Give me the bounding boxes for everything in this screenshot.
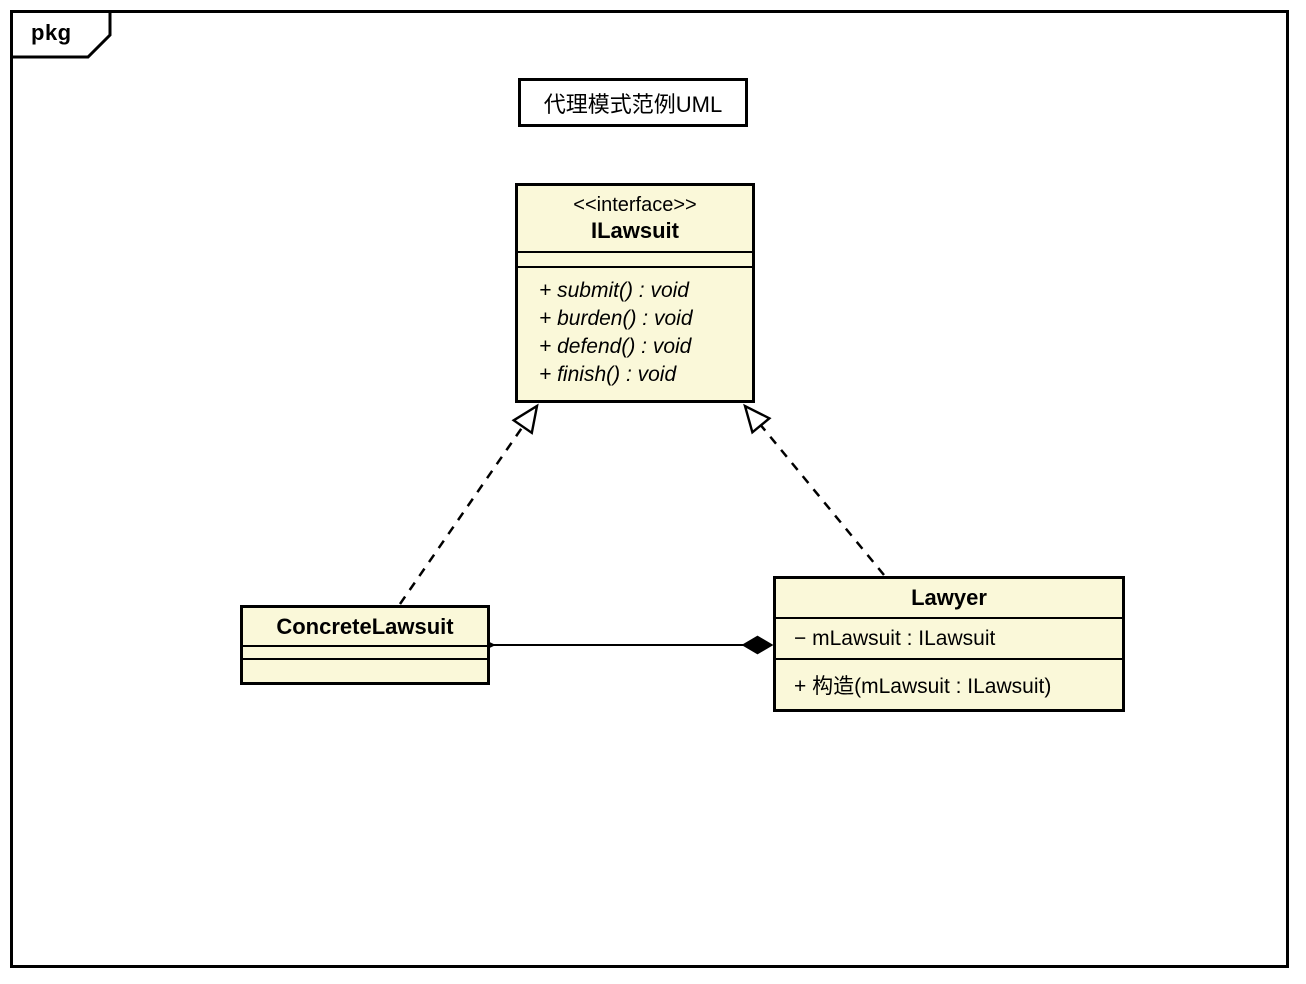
- diagram-title-box: 代理模式范例UML: [518, 78, 748, 127]
- lawyer-name: Lawyer: [911, 585, 987, 610]
- concretelawsuit-methods-compartment: [243, 660, 487, 682]
- ilawsuit-method: + finish() : void: [539, 363, 677, 386]
- ilawsuit-attributes-compartment: [518, 253, 752, 268]
- ilawsuit-methods-compartment: + submit() : void + burden() : void + de…: [518, 268, 752, 400]
- lawyer-attribute: − mLawsuit : ILawsuit: [794, 626, 996, 650]
- realization-lawyer-ilawsuit[interactable]: [743, 403, 885, 576]
- ilawsuit-method: + burden() : void: [539, 307, 693, 330]
- package-tag-label: pkg: [31, 20, 72, 45]
- composition-diamond: [741, 635, 774, 655]
- lawyer-attributes-compartment: − mLawsuit : ILawsuit: [776, 619, 1122, 660]
- class-box-lawyer[interactable]: Lawyer − mLawsuit : ILawsuit + 构造(mLawsu…: [773, 576, 1125, 712]
- class-box-ilawsuit[interactable]: <<interface>> ILawsuit + submit() : void…: [515, 183, 755, 403]
- ilawsuit-stereotype: <<interface>>: [573, 194, 697, 216]
- concretelawsuit-attributes-compartment: [243, 647, 487, 660]
- ilawsuit-method: + defend() : void: [539, 335, 692, 358]
- concretelawsuit-name: ConcreteLawsuit: [276, 613, 454, 639]
- lawyer-name-compartment: Lawyer: [776, 579, 1122, 619]
- package-tab: [10, 10, 112, 59]
- ilawsuit-name-compartment: <<interface>> ILawsuit: [518, 186, 752, 253]
- ilawsuit-name: ILawsuit: [590, 218, 679, 243]
- diagram-title: 代理模式范例UML: [543, 91, 723, 117]
- package-frame-border: [10, 10, 1289, 968]
- lawyer-methods-compartment: + 构造(mLawsuit : ILawsuit): [776, 660, 1122, 709]
- realization-concretelawsuit-ilawsuit[interactable]: [398, 403, 539, 605]
- concretelawsuit-name-compartment: ConcreteLawsuit: [243, 608, 487, 647]
- lawyer-method: + 构造(mLawsuit : ILawsuit): [794, 674, 1052, 698]
- ilawsuit-method: + submit() : void: [539, 279, 689, 302]
- class-box-concretelawsuit[interactable]: ConcreteLawsuit: [240, 605, 490, 685]
